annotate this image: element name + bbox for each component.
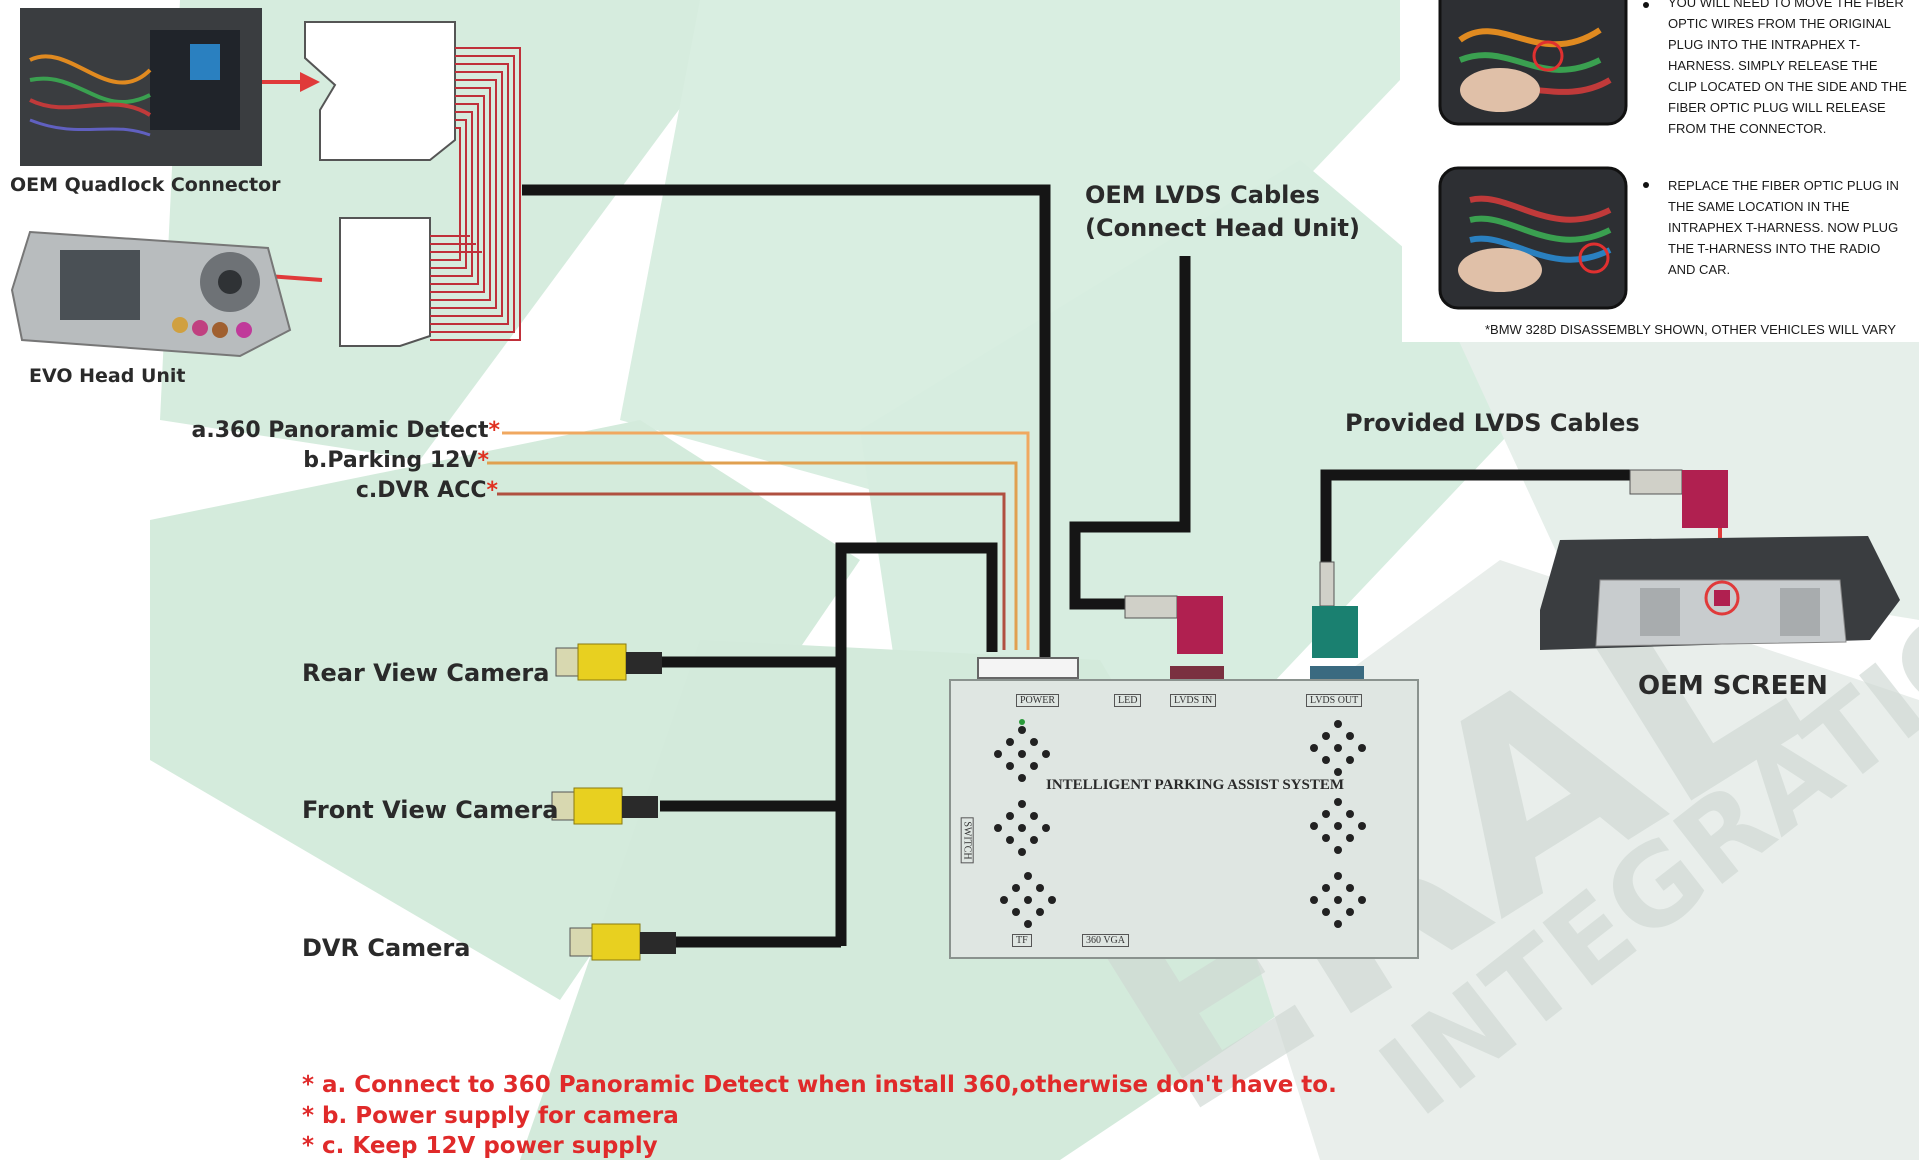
port-vga-label: 360 VGA (1082, 934, 1129, 947)
oem-lvds-label-line2: (Connect Head Unit) (1085, 214, 1360, 242)
harness-wires (430, 47, 521, 341)
port-lvds-out-label: LVDS OUT (1306, 694, 1363, 707)
note-a: * a. Connect to 360 Panoramic Detect whe… (302, 1072, 1337, 1098)
note-c: * c. Keep 12V power supply (302, 1133, 658, 1159)
signal-text-parking: b.Parking 12V (303, 448, 478, 473)
quadlock-connector-label: OEM Quadlock Connector (10, 174, 281, 196)
signal-star-dvr-acc: * (486, 478, 498, 503)
harness-connector-outlines (304, 21, 456, 347)
instruction-text-2: REPLACE THE FIBER OPTIC PLUG IN THE SAME… (1668, 178, 1899, 277)
disclaimer: *BMW 328D DISASSEMBLY SHOWN, OTHER VEHIC… (1485, 322, 1897, 337)
device-title: INTELLIGENT PARKING ASSIST SYSTEM (1046, 777, 1345, 793)
evo-head-unit-label: EVO Head Unit (29, 365, 186, 387)
provided-lvds-label: Provided LVDS Cables (1345, 409, 1640, 437)
watermark-shapes (150, 0, 1919, 1160)
power-connector (977, 657, 1079, 679)
signal-text-dvr-acc: c.DVR ACC (355, 478, 487, 503)
rear-view-camera-label: Rear View Camera (302, 659, 550, 687)
rca-plugs (551, 643, 676, 961)
signal-text-360: a.360 Panoramic Detect (191, 418, 489, 443)
instruction-photos (1438, 0, 1628, 310)
port-tf-label: TF (1012, 934, 1032, 947)
port-switch-label: SWITCH (960, 817, 974, 864)
signal-label-dvr-acc: c.DVR ACC* (356, 478, 498, 503)
instruction-text-1: YOU WILL NEED TO MOVE THE FIBER OPTIC WI… (1668, 0, 1907, 136)
port-power-label: POWER (1016, 694, 1059, 707)
oem-screen-image (1540, 536, 1900, 650)
port-led-label: LED (1114, 694, 1142, 707)
signal-star-360: * (488, 418, 500, 443)
port-lvds-in-label: LVDS IN (1170, 694, 1217, 707)
oem-lvds-label-line1: OEM LVDS Cables (1085, 181, 1320, 209)
lvds-plugs (1124, 469, 1728, 680)
parking-assist-module (949, 679, 1419, 959)
signal-label-parking: b.Parking 12V* (303, 448, 489, 473)
quadlock-photo (20, 8, 262, 166)
signal-label-360: a.360 Panoramic Detect* (192, 418, 501, 443)
evo-head-unit-photo (10, 230, 292, 358)
signal-wires (487, 431, 1030, 650)
oem-screen-label: OEM SCREEN (1638, 671, 1828, 701)
note-b: * b. Power supply for camera (302, 1103, 679, 1129)
signal-star-parking: * (477, 448, 489, 473)
dvr-camera-label: DVR Camera (302, 934, 471, 962)
bullet-dot-1 (1643, 2, 1649, 8)
bullet-dot-2 (1643, 182, 1649, 188)
main-cables (522, 184, 1630, 948)
front-view-camera-label: Front View Camera (302, 796, 559, 824)
